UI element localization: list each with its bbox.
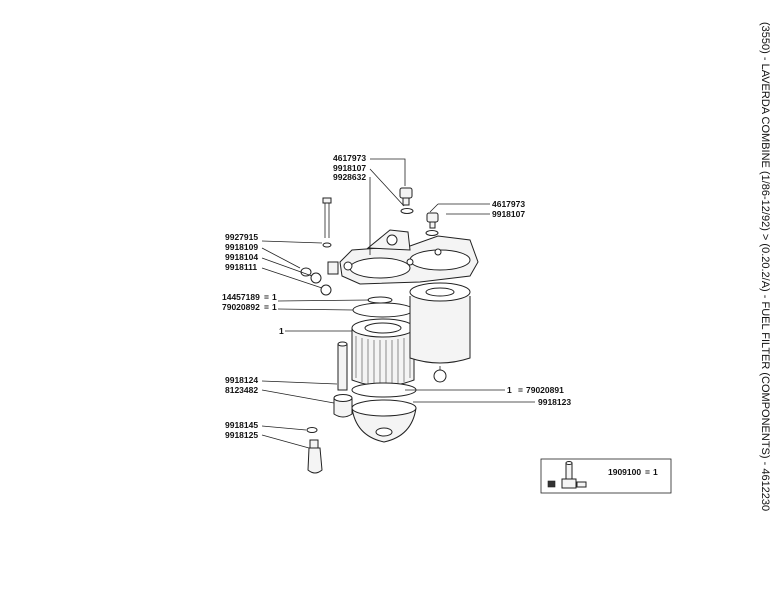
label-eq-a: = — [264, 292, 269, 302]
label-9918109: 9918109 — [225, 242, 258, 252]
label-9918107-b: 9918107 — [492, 209, 525, 219]
label-eq-c: = — [518, 385, 523, 395]
label-1-gasket: 1 — [507, 385, 512, 395]
kit-eq: = — [645, 467, 650, 477]
spacer-8123482 — [333, 394, 353, 418]
label-9918124: 9918124 — [225, 375, 258, 385]
bolt-4617973-top — [399, 187, 414, 214]
label-14457189: 14457189 — [222, 292, 260, 302]
label-79020892: 79020892 — [222, 302, 260, 312]
gasket-79020892 — [352, 302, 414, 318]
part-labels: 4617973 9918107 9928632 4617973 9918107 … — [222, 153, 571, 440]
long-screw-9927915 — [322, 197, 332, 248]
bowl-9918123 — [351, 399, 417, 443]
kit-box: 1909100 = 1 — [540, 458, 672, 494]
label-8123482: 8123482 — [225, 385, 258, 395]
filter-element-rear — [409, 282, 471, 383]
kit-number: 1909100 — [608, 467, 641, 477]
label-9927915: 9927915 — [225, 232, 258, 242]
drain-plug-9918125 — [307, 439, 323, 474]
label-eq-b: = — [264, 302, 269, 312]
filter-head — [339, 229, 479, 285]
side-title: (3550) - LAVERDA COMBINE (1/86-12/92) > … — [759, 22, 771, 511]
label-9918111: 9918111 — [225, 262, 257, 272]
label-1-element: 1 — [279, 326, 284, 336]
stud-9918124 — [337, 341, 348, 391]
kit-qty: 1 — [653, 467, 658, 477]
label-9918125: 9918125 — [225, 430, 258, 440]
label-9918104: 9918104 — [225, 252, 258, 262]
label-9918123: 9918123 — [538, 397, 571, 407]
label-79020891: 79020891 — [526, 385, 564, 395]
kit-icon — [547, 461, 587, 489]
label-4617973-a: 4617973 — [333, 153, 366, 163]
label-4617973-b: 4617973 — [492, 199, 525, 209]
label-9928632: 9928632 — [333, 172, 366, 182]
filter-element-front — [351, 318, 415, 387]
leader-lines — [261, 158, 535, 449]
bolt-4617973-right — [425, 212, 439, 236]
fittings-group — [300, 261, 339, 296]
label-9918107-a: 9918107 — [333, 163, 366, 173]
label-qty-14457189: 1 — [272, 292, 277, 302]
seal-14457189 — [367, 296, 393, 304]
label-qty-79020892: 1 — [272, 302, 277, 312]
washer-9918145 — [306, 427, 318, 433]
label-9918145: 9918145 — [225, 420, 258, 430]
